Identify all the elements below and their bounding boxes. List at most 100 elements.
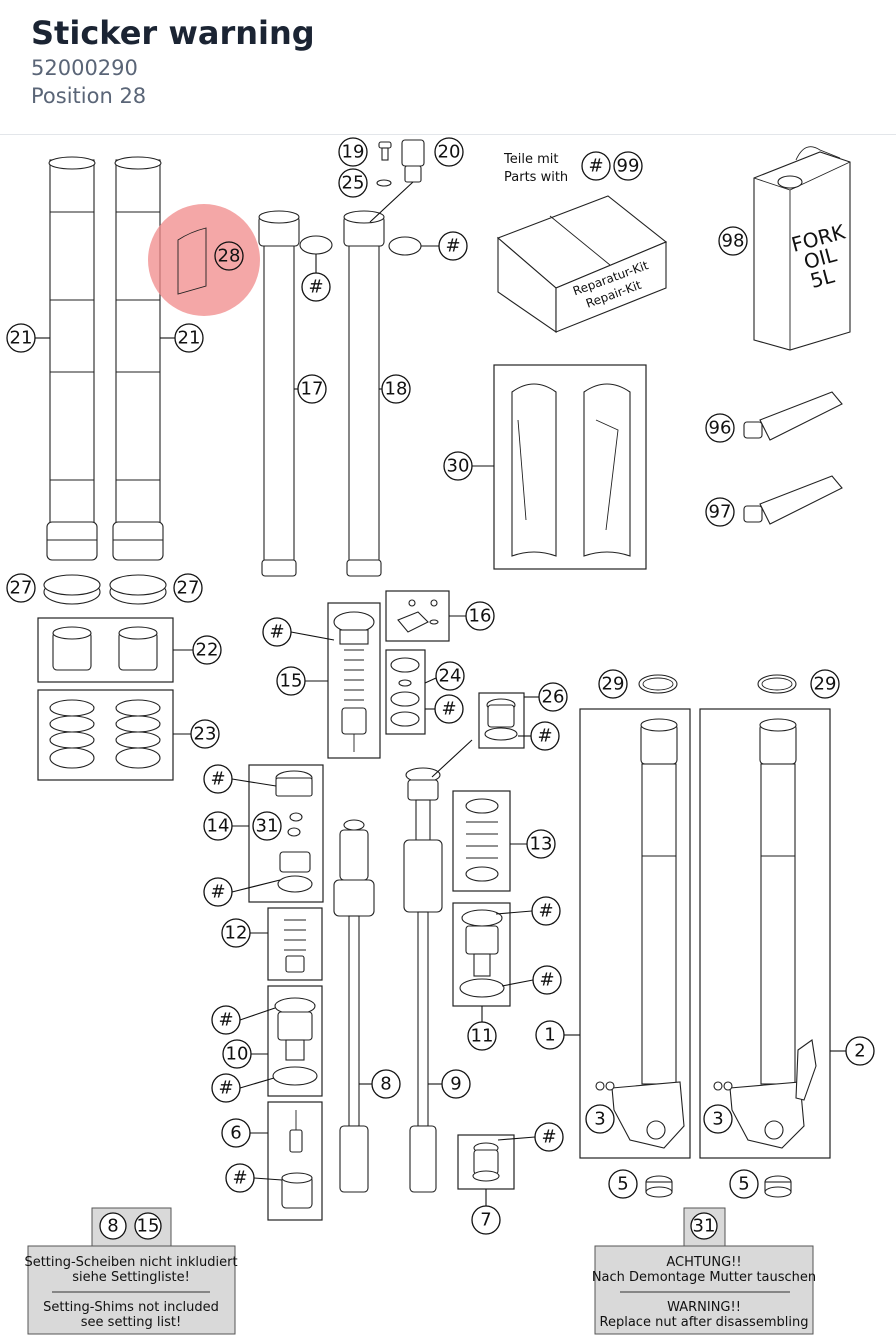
callout-hash-7[interactable]: # — [534, 1122, 564, 1152]
seal-set-left[interactable] — [49, 699, 95, 769]
needle-6[interactable] — [281, 1110, 313, 1209]
repair-kit-box[interactable]: Reparatur-Kit Repair-Kit — [496, 195, 668, 334]
valve-7[interactable] — [472, 1142, 500, 1182]
piston-14-bottom[interactable] — [277, 851, 313, 893]
callout-98[interactable]: 98 — [718, 226, 748, 256]
callout-hash-14-top[interactable]: # — [203, 764, 233, 794]
callout-3-left[interactable]: 3 — [585, 1104, 615, 1134]
callout-14[interactable]: 14 — [203, 811, 233, 841]
shim-set-24[interactable] — [390, 657, 420, 727]
fork-leg-2[interactable] — [713, 718, 817, 1149]
seal-ring-left[interactable] — [43, 574, 101, 605]
callout-5-left[interactable]: 5 — [608, 1169, 638, 1199]
callout-hash-11-bottom[interactable]: # — [532, 965, 562, 995]
callout-12[interactable]: 12 — [221, 918, 251, 948]
sticker-warning-highlight[interactable]: 28 — [148, 204, 260, 316]
spring-assembly-15[interactable] — [333, 611, 375, 752]
sticker-sheet-left[interactable] — [511, 383, 557, 557]
grease-tube-97[interactable] — [743, 475, 843, 525]
damper-rod-9[interactable] — [403, 767, 443, 1193]
o-ring-17[interactable] — [299, 235, 333, 255]
fork-leg-1[interactable] — [595, 718, 685, 1149]
callout-hash-10-top[interactable]: # — [211, 1005, 241, 1035]
callout-10[interactable]: 10 — [222, 1039, 252, 1069]
washer-25[interactable] — [376, 179, 392, 187]
callout-1[interactable]: 1 — [535, 1020, 565, 1050]
callout-3-right[interactable]: 3 — [703, 1104, 733, 1134]
needle-box-6 — [267, 1101, 323, 1221]
callout-20[interactable]: 20 — [434, 137, 464, 167]
callout-17[interactable]: 17 — [297, 374, 327, 404]
callout-13[interactable]: 13 — [526, 829, 556, 859]
callout-29-right[interactable]: 29 — [810, 669, 840, 699]
callout-16[interactable]: 16 — [465, 601, 495, 631]
svg-text:5: 5 — [617, 1174, 628, 1195]
callout-2[interactable]: 2 — [845, 1036, 875, 1066]
bushing-left[interactable] — [52, 626, 92, 671]
callout-22[interactable]: 22 — [192, 635, 222, 665]
callout-18[interactable]: 18 — [381, 374, 411, 404]
callout-19[interactable]: 19 — [338, 137, 368, 167]
callout-99[interactable]: 99 — [613, 151, 643, 181]
callout-5-right[interactable]: 5 — [729, 1169, 759, 1199]
grease-tube-96[interactable] — [743, 391, 843, 441]
callout-21-right[interactable]: 21 — [174, 323, 204, 353]
adjuster-20[interactable] — [401, 139, 425, 183]
piston-14-top[interactable] — [275, 770, 313, 797]
callout-7[interactable]: 7 — [471, 1205, 501, 1235]
damper-rod-8[interactable] — [333, 819, 375, 1193]
seal-set-right[interactable] — [115, 699, 161, 769]
fork-oil-can[interactable]: FORK OIL 5L — [753, 146, 851, 351]
base-valve-10[interactable] — [272, 997, 318, 1086]
callout-26[interactable]: 26 — [538, 682, 568, 712]
svg-text:21: 21 — [10, 328, 33, 349]
valve-11[interactable] — [459, 909, 505, 998]
svg-text:Nach Demontage Mutter tauschen: Nach Demontage Mutter tauschen — [592, 1270, 816, 1285]
outer-tube-left[interactable] — [46, 156, 98, 561]
cartridge-tube-17[interactable] — [258, 210, 300, 577]
callout-31[interactable]: 31 — [252, 811, 282, 841]
callout-hash-6[interactable]: # — [225, 1163, 255, 1193]
callout-hash-15[interactable]: # — [262, 617, 292, 647]
callout-24[interactable]: 24 — [435, 661, 465, 691]
screw-19[interactable] — [378, 141, 392, 161]
callout-23[interactable]: 23 — [190, 719, 220, 749]
callout-hash-24[interactable]: # — [434, 694, 464, 724]
sticker-sheet-right[interactable] — [583, 383, 631, 557]
spring-13[interactable] — [465, 798, 499, 882]
bushing-right[interactable] — [118, 626, 158, 671]
outer-tube-right[interactable] — [112, 156, 164, 561]
nut-31[interactable] — [287, 812, 303, 837]
callout-hash-14-bottom[interactable]: # — [203, 877, 233, 907]
callout-hash-10-bottom[interactable]: # — [211, 1073, 241, 1103]
callout-30[interactable]: 30 — [443, 451, 473, 481]
callout-hash-11-top[interactable]: # — [531, 896, 561, 926]
valve-26[interactable] — [484, 698, 518, 741]
svg-text:5: 5 — [738, 1174, 749, 1195]
nut-5-left[interactable] — [645, 1175, 673, 1198]
callout-27-left[interactable]: 27 — [6, 573, 36, 603]
callout-hash-26[interactable]: # — [530, 721, 560, 751]
callout-96[interactable]: 96 — [705, 413, 735, 443]
nut-5-right[interactable] — [764, 1175, 792, 1198]
svg-text:27: 27 — [177, 578, 200, 599]
clamp-part-16[interactable] — [397, 599, 439, 633]
cartridge-tube-18[interactable] — [343, 210, 385, 577]
callout-25[interactable]: 25 — [338, 168, 368, 198]
spring-12[interactable] — [284, 919, 306, 973]
callout-11[interactable]: 11 — [467, 1021, 497, 1051]
callout-8[interactable]: 8 — [371, 1069, 401, 1099]
o-ring-18[interactable] — [388, 236, 422, 256]
callout-15[interactable]: 15 — [276, 666, 306, 696]
callout-21-left[interactable]: 21 — [6, 323, 36, 353]
seal-ring-right[interactable] — [109, 574, 167, 605]
callout-97[interactable]: 97 — [705, 497, 735, 527]
svg-text:19: 19 — [342, 142, 365, 163]
callout-hash-oring-17[interactable]: # — [301, 272, 331, 302]
callout-27-right[interactable]: 27 — [173, 573, 203, 603]
callout-hash-oring-18[interactable]: # — [438, 231, 468, 261]
callout-29-left[interactable]: 29 — [598, 669, 628, 699]
callout-6[interactable]: 6 — [221, 1118, 251, 1148]
callout-9[interactable]: 9 — [441, 1069, 471, 1099]
callout-hash-99[interactable]: # — [581, 151, 611, 181]
